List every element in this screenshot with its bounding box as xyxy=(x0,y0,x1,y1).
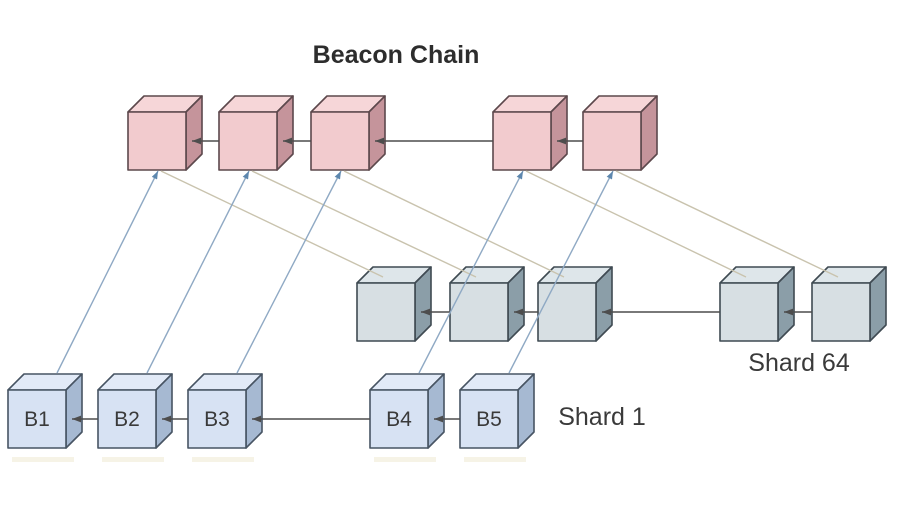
cube-front-face xyxy=(369,389,429,449)
cube-front-face xyxy=(811,282,871,342)
block-shadow xyxy=(102,457,164,462)
shard1-block-4: B4 xyxy=(369,373,445,449)
cube-front-face xyxy=(218,111,278,171)
shadow-layer xyxy=(12,457,526,462)
chain-arrows-layer xyxy=(72,137,812,423)
shard64-block-4 xyxy=(719,266,795,342)
shard1-block-1: B1 xyxy=(7,373,83,449)
beacon-block-1 xyxy=(127,95,203,171)
shard1-block-3: B3 xyxy=(187,373,263,449)
crosslink-line xyxy=(160,170,384,278)
blocks-layer: B1 B2 B3 B4 B5 xyxy=(7,95,887,449)
crosslink-line xyxy=(525,170,747,278)
shard-1-label: Shard 1 xyxy=(558,403,646,431)
diagram-title: Beacon Chain xyxy=(312,41,480,69)
crosslink-line xyxy=(251,170,477,278)
block-label: B3 xyxy=(204,408,230,431)
block-shadow xyxy=(192,457,254,462)
cube-front-face xyxy=(492,111,552,171)
shard-64-label: Shard 64 xyxy=(748,349,850,377)
cube-front-face xyxy=(7,389,67,449)
attestation-line xyxy=(56,170,159,374)
beacon-block-2 xyxy=(218,95,294,171)
block-shadow xyxy=(464,457,526,462)
block-label: B4 xyxy=(386,408,412,431)
crosslink-line xyxy=(615,170,839,278)
cube-front-face xyxy=(310,111,370,171)
cube-front-face xyxy=(97,389,157,449)
cube-front-face xyxy=(187,389,247,449)
crosslink-line xyxy=(343,170,565,278)
cube-front-face xyxy=(449,282,509,342)
shard1-block-2: B2 xyxy=(97,373,173,449)
block-label: B2 xyxy=(114,408,140,431)
cube-front-face xyxy=(719,282,779,342)
attestation-line xyxy=(146,170,250,374)
block-shadow xyxy=(374,457,436,462)
shard64-block-2 xyxy=(449,266,525,342)
shard64-block-5 xyxy=(811,266,887,342)
cube-front-face xyxy=(582,111,642,171)
shard64-block-1 xyxy=(356,266,432,342)
block-label: B1 xyxy=(24,408,50,431)
block-shadow xyxy=(12,457,74,462)
crosslink-layer xyxy=(160,170,839,278)
beacon-block-5 xyxy=(582,95,658,171)
attestation-line xyxy=(236,170,342,374)
shard1-block-5: B5 xyxy=(459,373,535,449)
block-label: B5 xyxy=(476,408,502,431)
cube-front-face xyxy=(459,389,519,449)
cube-front-face xyxy=(127,111,187,171)
attestation-line xyxy=(418,170,524,374)
shard64-block-3 xyxy=(537,266,613,342)
cube-front-face xyxy=(537,282,597,342)
attestation-layer xyxy=(56,170,614,374)
beacon-block-3 xyxy=(310,95,386,171)
beacon-block-4 xyxy=(492,95,568,171)
attestation-line xyxy=(508,170,614,374)
cube-front-face xyxy=(356,282,416,342)
